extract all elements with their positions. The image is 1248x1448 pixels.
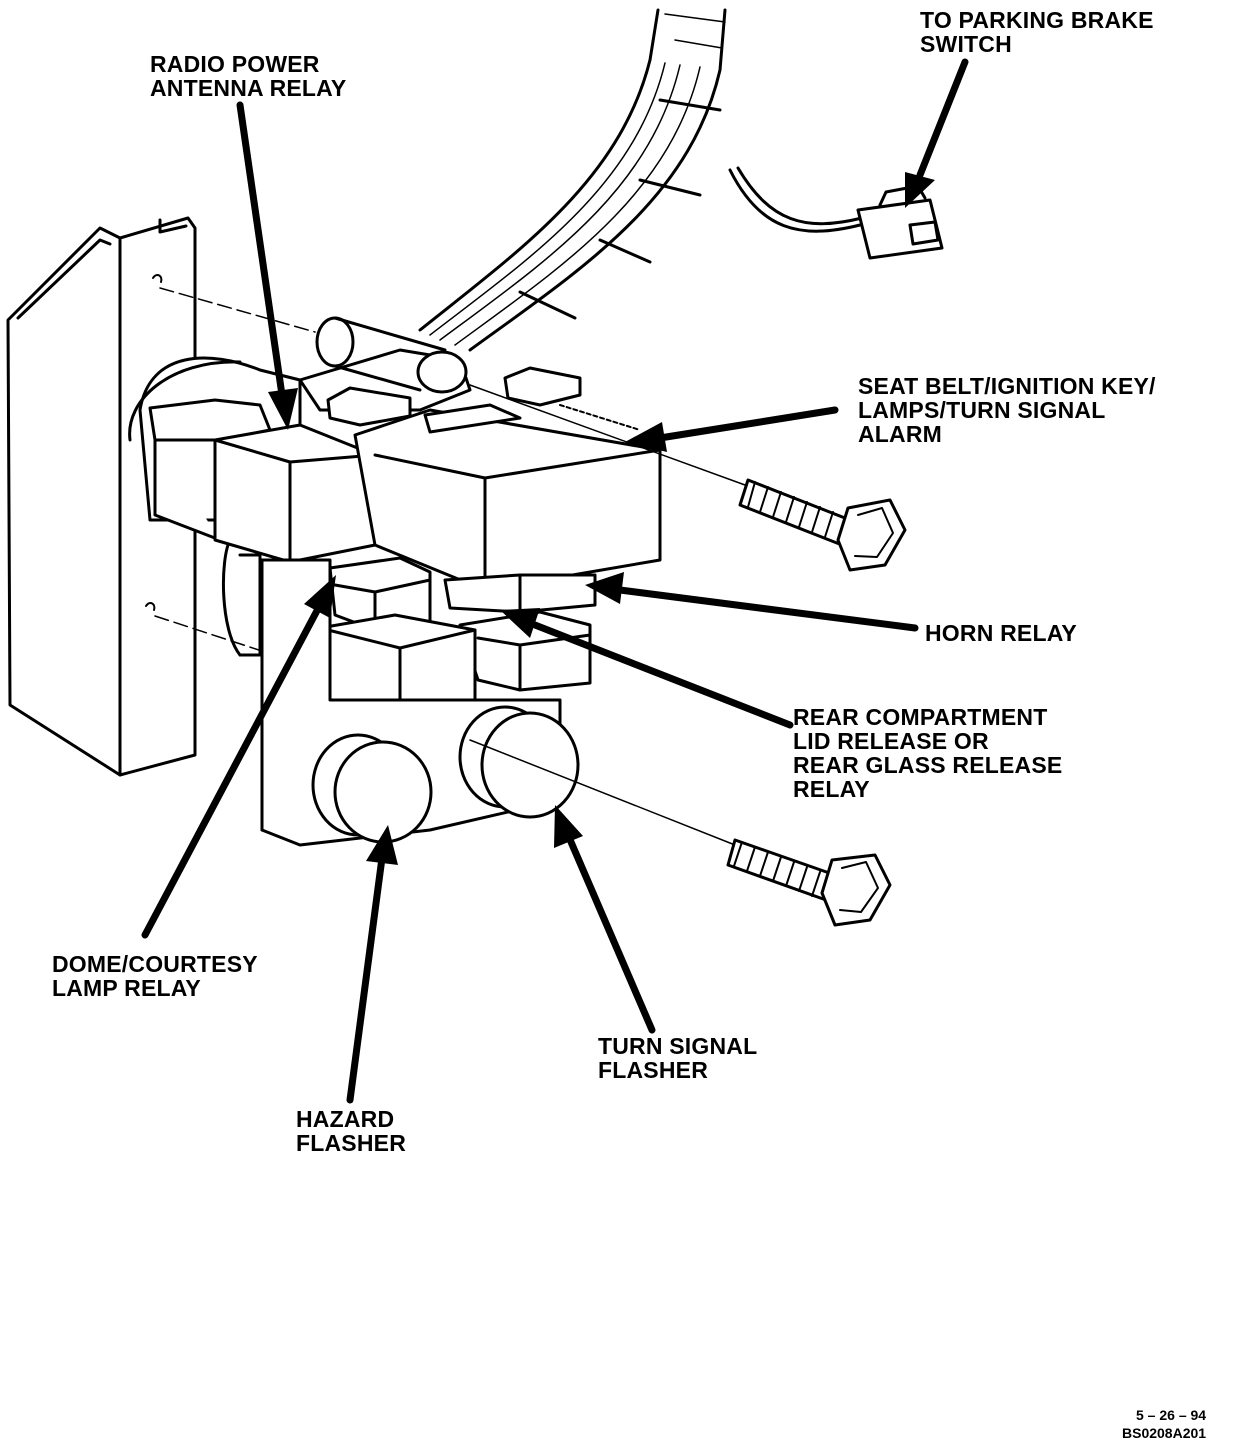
mounting-bracket [6, 216, 316, 777]
footer-code: BS0208A201 [1122, 1425, 1207, 1441]
arrow-radio-antenna [236, 101, 286, 399]
label-turn-signal: TURN SIGNAL FLASHER [598, 1033, 758, 1083]
bolt-upper [469, 384, 907, 572]
label-seat-belt: SEAT BELT/IGNITION KEY/ LAMPS/TURN SIGNA… [858, 373, 1156, 447]
arrow-horn [616, 586, 919, 632]
arrow-dome [141, 601, 324, 939]
relay-block [128, 316, 662, 847]
arrowhead-radio-antenna [268, 388, 298, 430]
arrow-seat-belt [656, 406, 839, 442]
arrowhead-horn [585, 572, 624, 604]
arrowhead-hazard [366, 825, 398, 865]
arrow-parking-brake [916, 58, 969, 179]
wire-harness [418, 8, 727, 352]
arrowhead-parking-brake [905, 172, 935, 208]
label-radio-antenna: RADIO POWER ANTENNA RELAY [150, 51, 347, 101]
label-hazard: HAZARD FLASHER [296, 1106, 407, 1156]
label-dome-courtesy: DOME/COURTESY LAMP RELAY [52, 951, 258, 1001]
label-parking-brake: TO PARKING BRAKE SWITCH [920, 7, 1154, 57]
arrow-hazard [346, 854, 386, 1104]
arrow-turn-signal [564, 831, 656, 1034]
footer-date: 5 – 26 – 94 [1136, 1407, 1207, 1423]
parking-brake-wire [728, 166, 944, 260]
label-horn-relay: HORN RELAY [925, 620, 1077, 646]
arrow-rear-compartment [531, 621, 794, 729]
label-rear-compartment: REAR COMPARTMENT LID RELEASE OR REAR GLA… [793, 704, 1063, 802]
arrowhead-dome [304, 575, 336, 618]
arrowhead-seat-belt [625, 422, 667, 452]
bolt-lower [469, 739, 892, 927]
arrowhead-turn-signal [554, 805, 583, 848]
arrowhead-rear-compartment [500, 608, 540, 638]
